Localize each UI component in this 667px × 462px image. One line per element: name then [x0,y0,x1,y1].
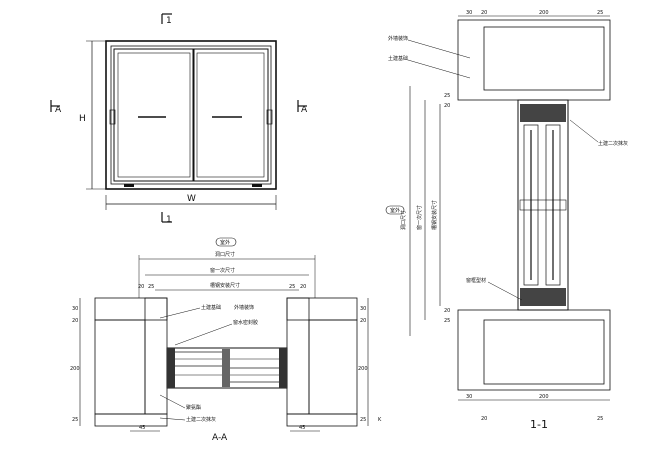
left-roller [109,109,116,125]
height-dim-label: H [79,114,86,124]
plan-left-dim-3: 25 [72,417,78,423]
plan-side-mark: K [378,417,382,423]
section-note-3: 窗框型材 [466,277,486,284]
window-elevation: H W 1 1 A A [50,13,308,225]
section-left-bottom-dim-0: 20 [444,308,450,314]
section-badge [385,205,405,215]
section-window-frame [517,99,569,311]
section-badge-label: 室外 [390,207,400,214]
section-left-top-dim-0: 25 [444,93,450,99]
plan-right-dim-1: 20 [360,318,366,324]
bottom-stop-left [124,184,134,187]
section-left-bottom-dim-1: 25 [444,318,450,324]
plan-badge [215,237,237,247]
left-wall-plaster-side [144,297,168,415]
plan-note-0: 土建基础 [201,304,221,311]
section-mark-top: 1 [166,16,172,26]
section-note-2: 土建二次抹灰 [598,140,628,147]
right-sash-glass [196,52,265,178]
section-mark-left: A [55,105,62,115]
bottom-slab-plaster [457,309,611,391]
right-wall-plaster-side [286,297,310,415]
section-top-dim-3: 25 [597,10,603,16]
vertical-section-1-1: 30 20 200 25 30 20 200 25 洞口尺寸 窗一次尺寸 槽钢安… [385,10,628,431]
section-note-1: 土建基础 [388,55,408,62]
right-roller [266,109,273,125]
plan-dim-opening: 洞口尺寸 [215,251,235,258]
right-wall-concrete [308,319,358,415]
bottom-slab-concrete [483,319,605,385]
plan-dim-window: 窗一次尺寸 [210,267,235,274]
window-outer-frame [105,40,277,190]
section-vdim-0: 洞口尺寸 [400,210,407,230]
section-mark-bottom: 1 [166,215,172,225]
section-top-dim-1: 20 [481,10,487,16]
bottom-stop-right [252,184,262,187]
window-inner-frame [110,45,272,185]
plan-section-title: A-A [212,433,228,443]
plan-bottom-dim-right: 45 [299,425,305,431]
plan-dim-small-2: 25 [289,284,295,290]
plan-left-dim-2: 200 [70,366,80,372]
top-slab-plaster [457,19,611,101]
plan-section-a-a: 室外 洞口尺寸 窗一次尺寸 槽钢安装尺寸 20 25 25 20 30 20 2… [70,237,382,443]
plan-right-dim-3: 25 [360,417,366,423]
section-note-0: 外墙装饰 [388,35,408,42]
right-wall-plaster [286,297,358,321]
left-wall-plaster-bottom [94,413,168,427]
left-wall-concrete [94,319,146,415]
section-bottom-dim-2: 200 [539,394,549,400]
right-sash [192,48,269,182]
plan-note-3: 聚氨酯 [186,404,201,411]
section-title: 1-1 [530,418,548,431]
plan-right-dim-0: 30 [360,306,366,312]
plan-note-2: 窗水密封胶 [233,319,258,326]
left-wall-plaster [94,297,168,321]
section-vdim-1: 窗一次尺寸 [416,205,423,230]
plan-right-dim-2: 200 [358,366,368,372]
plan-badge-label: 室外 [220,239,230,246]
top-slab-concrete [483,26,605,91]
plan-left-dim-1: 20 [72,318,78,324]
plan-dim-small-1: 25 [148,284,154,290]
plan-note-1: 外墙装饰 [234,304,254,311]
section-vdim-2: 槽钢安装尺寸 [431,200,438,230]
left-sash [113,48,195,182]
section-left-top-dim-1: 20 [444,103,450,109]
section-sash-inner [545,124,561,286]
section-top-dim-0: 30 [466,10,472,16]
right-wall-plaster-bottom [286,413,358,427]
plan-dim-channel: 槽钢安装尺寸 [210,282,240,289]
section-mark-right: A [301,105,308,115]
section-sash-outer [523,124,539,286]
plan-left-dim-0: 30 [72,306,78,312]
section-bottom-dim-0: 30 [466,394,472,400]
plan-dim-small-0: 20 [138,284,144,290]
plan-bottom-dim-left: 45 [139,425,145,431]
plan-dim-small-3: 20 [300,284,306,290]
width-dim-label: W [187,194,196,204]
section-top-dim-2: 200 [539,10,549,16]
section-bottom-dim-1: 20 [481,416,487,422]
left-sash-glass [117,52,191,178]
plan-note-4: 土建二次抹灰 [186,416,216,423]
section-bottom-dim-3: 25 [597,416,603,422]
